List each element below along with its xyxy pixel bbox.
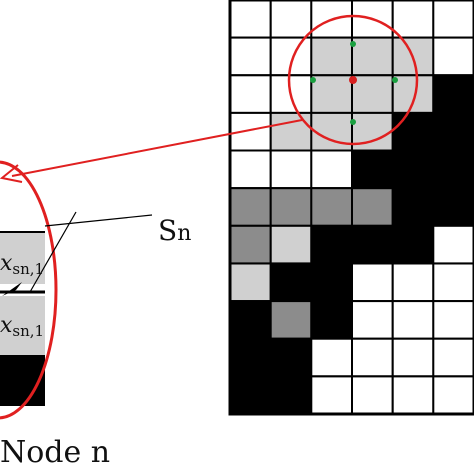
grid-cell (269, 149, 313, 190)
x-lower-label: xsn,1 (0, 313, 44, 340)
zoom-arrow-line (11, 119, 303, 177)
sn-leader-line-1 (44, 214, 153, 227)
neighborhood-circle (287, 14, 419, 146)
grid-cell (310, 149, 353, 190)
grid-cell (229, 262, 272, 303)
zoomed-node-circle (0, 160, 58, 420)
grid-cell (229, 224, 272, 265)
neighbor-dot-bottom (350, 119, 356, 125)
grid-cell (351, 262, 394, 303)
grid-cell (351, 149, 394, 190)
grid-cell (432, 337, 474, 378)
grid-cell (351, 187, 394, 227)
zoom-arrow-head (0, 164, 23, 183)
grid-cell (269, 187, 313, 227)
neighbor-dot-left (310, 77, 316, 83)
x-upper-label: xsn,1 (0, 251, 44, 278)
grid-cell (269, 111, 313, 152)
grid-cell (391, 375, 435, 415)
grid-cell (310, 337, 353, 378)
inner-arrow-icon (2, 282, 22, 296)
grid-cell (229, 36, 272, 77)
grid-cell (229, 149, 272, 190)
neighbor-dot-right (392, 77, 398, 83)
grid-cell (391, 149, 435, 190)
grid-cell (432, 300, 474, 340)
grid-cell (432, 36, 474, 77)
grid-cell (432, 0, 474, 39)
grid-cell (432, 375, 474, 415)
center-node-dot (349, 76, 357, 84)
grid-cell (229, 187, 272, 227)
grid-cell (310, 74, 353, 114)
grid-cell (432, 74, 474, 114)
pixel-grid-border (228, 0, 474, 416)
grid-cell (269, 224, 313, 265)
grid-cell (391, 74, 435, 114)
grid-cell (351, 300, 394, 340)
grid-cell (391, 224, 435, 265)
grid-cell (310, 36, 353, 77)
grid-cell (391, 300, 435, 340)
grid-cell (351, 74, 394, 114)
grid-cell (391, 337, 435, 378)
grid-cell (310, 224, 353, 265)
grid-cell (391, 111, 435, 152)
grid-cell (269, 0, 313, 39)
grid-cell (391, 0, 435, 39)
grid-cell (229, 337, 272, 378)
grid-cell (310, 187, 353, 227)
grid-cell (229, 300, 272, 340)
neighbor-dot-top (350, 41, 356, 47)
grid-cell (432, 149, 474, 190)
grid-cell (432, 187, 474, 227)
node-caption: Node n (0, 435, 110, 470)
grid-cell (351, 375, 394, 415)
grid-cell (310, 262, 353, 303)
grid-cell (310, 300, 353, 340)
grid-cell (269, 300, 313, 340)
grid-cell (229, 375, 272, 415)
pixel-grid (229, 0, 474, 415)
grid-cell (229, 0, 272, 39)
grid-cell (310, 375, 353, 415)
grid-cell (269, 337, 313, 378)
grid-cell (269, 262, 313, 303)
grid-cell (432, 111, 474, 152)
sn-leader-line-2 (29, 211, 77, 293)
grid-cell (391, 262, 435, 303)
grid-cell (432, 224, 474, 265)
grid-cell (351, 36, 394, 77)
grid-cell (351, 224, 394, 265)
grid-cell (229, 111, 272, 152)
grid-cell (391, 187, 435, 227)
grid-cell (269, 375, 313, 415)
grid-cell (351, 337, 394, 378)
grid-cell (229, 74, 272, 114)
sn-label: Sn (158, 214, 191, 247)
grid-cell (432, 262, 474, 303)
